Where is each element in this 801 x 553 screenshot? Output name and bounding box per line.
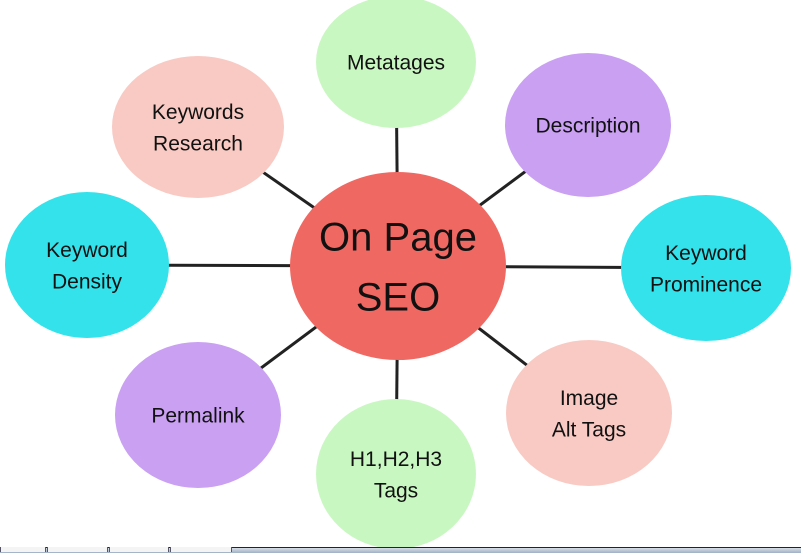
- node-keyword-density-label: Keyword: [46, 239, 128, 262]
- node-keyword-prominence-bubble: [621, 195, 791, 341]
- toolbar-tab[interactable]: [109, 547, 169, 552]
- node-description-label: Description: [535, 115, 640, 138]
- node-keywords-research-label: Research: [153, 132, 243, 155]
- node-permalink-label: Permalink: [151, 405, 245, 428]
- node-keyword-density-bubble: [5, 192, 169, 338]
- node-description-bubble: [505, 53, 671, 197]
- node-keywords-research-label: Keywords: [152, 101, 244, 124]
- node-metatages-bubble: [316, 0, 476, 128]
- node-image-alt-tags-label: Image: [560, 387, 618, 410]
- node-h1-h2-h3-tags-bubble: [316, 399, 476, 549]
- node-keyword-density-label: Density: [52, 270, 123, 293]
- node-keywords-research-bubble: [112, 56, 284, 198]
- bottom-toolbar: [0, 547, 801, 553]
- toolbar-tab[interactable]: [0, 547, 46, 552]
- toolbar-tab[interactable]: [170, 547, 232, 552]
- node-permalink-bubble: [115, 342, 281, 488]
- node-keyword-prominence-label: Keyword: [665, 242, 747, 265]
- center-node-on-page-seo-label: SEO: [356, 275, 440, 319]
- node-keyword-prominence-label: Prominence: [650, 273, 762, 296]
- node-image-alt-tags-label: Alt Tags: [552, 418, 626, 441]
- node-permalink: Permalink: [115, 342, 281, 488]
- node-description: Description: [505, 53, 671, 197]
- node-metatages-label: Metatages: [347, 52, 445, 75]
- node-h1-h2-h3-tags-label: H1,H2,H3: [350, 448, 442, 471]
- center-node-on-page-seo-bubble: [290, 172, 506, 360]
- node-metatages: Metatages: [316, 0, 476, 128]
- node-h1-h2-h3-tags-label: Tags: [374, 479, 418, 502]
- center-node-on-page-seo-label: On Page: [319, 215, 477, 259]
- node-image-alt-tags-bubble: [506, 340, 672, 486]
- toolbar-tab[interactable]: [47, 547, 108, 552]
